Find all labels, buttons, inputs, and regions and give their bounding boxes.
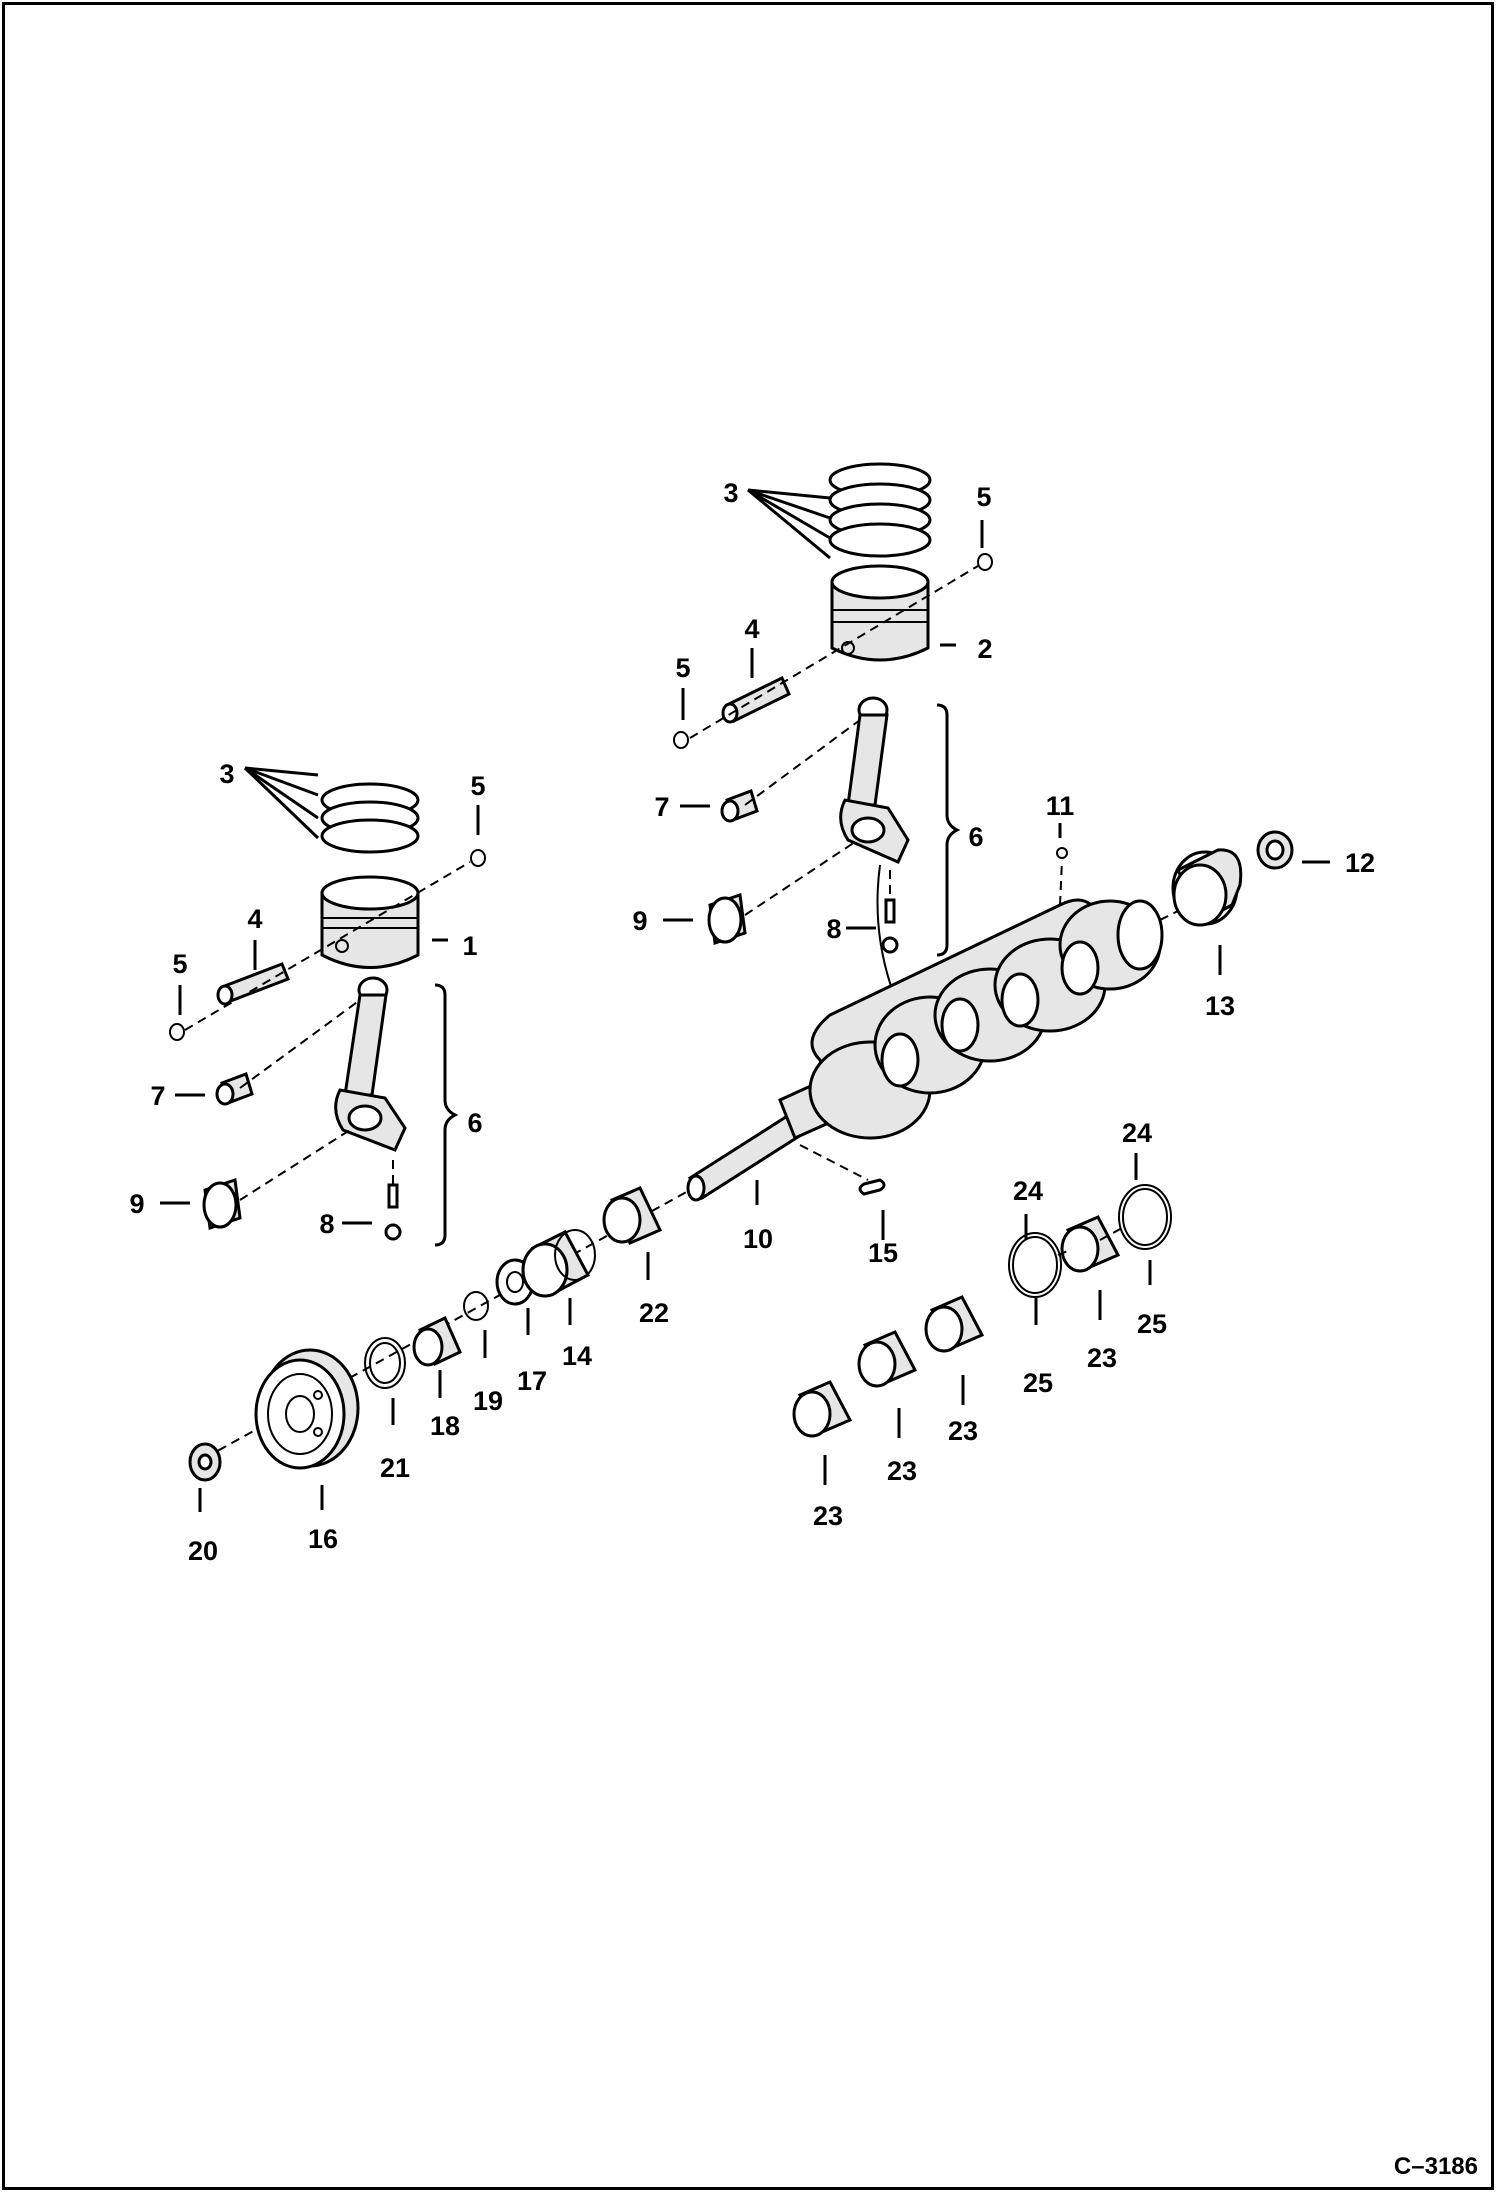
circlip-right-right [977,553,993,571]
piston-rings-right [828,462,932,558]
o-ring-21 [364,1337,406,1389]
main-bearing-4 [1060,1215,1121,1273]
circlip-left-left [169,1023,185,1041]
connecting-rod-left [334,976,407,1152]
callout-10: 10 [743,1224,773,1254]
connecting-rod-right [839,696,910,864]
front-parts-stack [188,1186,691,1482]
bushing-left [215,1072,254,1106]
main-bearing-2 [857,1330,918,1388]
callout-24a: 24 [1013,1176,1043,1206]
crankshaft [686,847,1211,1202]
o-ring-19 [463,1291,489,1321]
callout-19: 19 [473,1386,503,1416]
thrust-washer-pair-1 [1008,1232,1062,1298]
oil-seal [1256,830,1294,870]
leader-lines [160,488,1330,1512]
callout-16: 16 [308,1524,338,1554]
callout-12: 12 [1345,848,1375,878]
piston-pin-left [216,962,290,1006]
front-bearing [602,1186,663,1245]
callout-9a: 9 [129,1189,144,1219]
callout-21: 21 [380,1453,410,1483]
callout-labels: 1 2 3 3 4 4 5 5 5 5 6 6 7 7 8 8 9 9 10 1… [129,478,1375,1566]
callout-25a: 25 [1023,1368,1053,1398]
piston-rings-left [320,782,420,854]
callout-9b: 9 [632,906,647,936]
callout-5c: 5 [976,482,991,512]
crank-nut [188,1442,222,1482]
figure-reference: C–3186 [1394,2153,1478,2180]
piston-right [830,564,930,662]
piston-assembly-left [169,782,486,1247]
callout-25b: 25 [1137,1309,1167,1339]
callout-15: 15 [868,1238,898,1268]
rod-bearing-right [707,893,747,945]
crank-gear [521,1229,596,1298]
callout-7b: 7 [654,792,669,822]
crank-pulley [254,1348,360,1470]
callout-14: 14 [562,1341,592,1371]
callout-23c: 23 [948,1416,978,1446]
callout-4a: 4 [247,904,262,934]
callout-5d: 5 [675,653,690,683]
callout-23b: 23 [887,1456,917,1486]
rear-seal-retainer [1171,848,1243,927]
callout-23a: 23 [813,1501,843,1531]
callout-18: 18 [430,1411,460,1441]
oil-plug [1056,847,1068,859]
callout-3a: 3 [219,759,234,789]
piston-assembly-right [673,462,993,1011]
callout-23d: 23 [1087,1343,1117,1373]
woodruff-key [858,1178,886,1196]
collar [412,1315,462,1367]
thrust-washer-pair-2 [1118,1184,1172,1250]
callout-3b: 3 [723,478,738,508]
rod-bolt-right [881,898,899,954]
callout-20: 20 [188,1536,218,1566]
circlip-left-right [470,849,486,867]
main-bearing-3 [924,1295,985,1353]
rod-bearing-left [202,1178,242,1230]
callout-4b: 4 [744,614,759,644]
callout-24b: 24 [1122,1118,1152,1148]
circlip-right-left [673,731,689,749]
piston-left [320,875,420,969]
callout-13: 13 [1205,991,1235,1021]
callout-5b: 5 [172,949,187,979]
main-bearings [792,1184,1172,1438]
callout-2: 2 [977,634,992,664]
main-bearing-1 [792,1380,853,1438]
piston-pin-right [721,675,791,724]
callout-6a: 6 [467,1108,482,1138]
callout-11: 11 [1046,791,1075,821]
callout-7a: 7 [150,1081,165,1111]
bushing-right [720,789,759,823]
callout-8a: 8 [319,1209,334,1239]
rod-bolt-left [384,1183,402,1241]
callout-22: 22 [639,1298,669,1328]
callout-5a: 5 [470,771,485,801]
callout-17: 17 [517,1366,547,1396]
callout-8b: 8 [826,914,841,944]
callout-6b: 6 [968,822,983,852]
callout-1: 1 [462,931,477,961]
